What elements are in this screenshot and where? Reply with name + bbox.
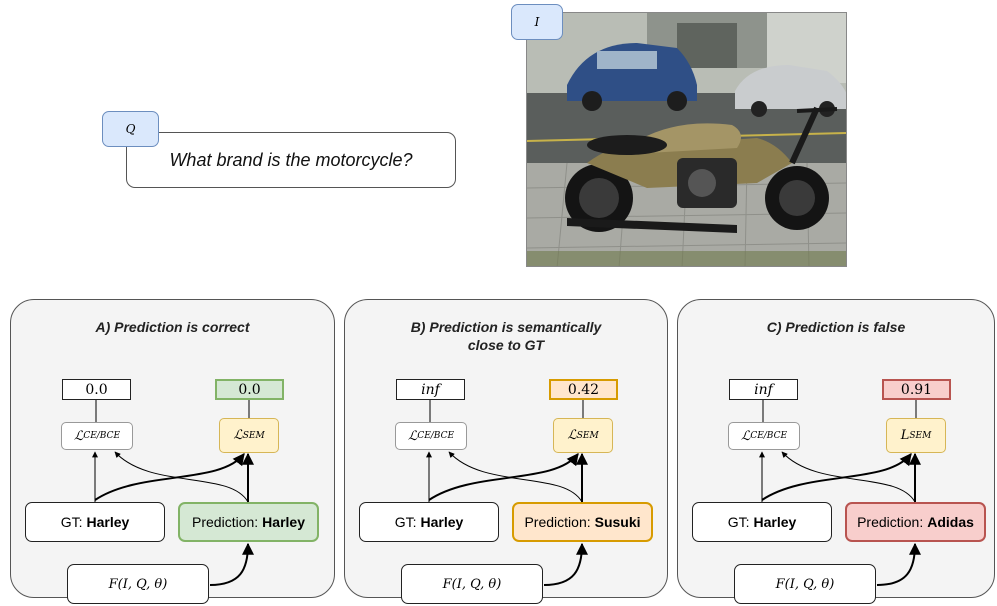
model-function-box: F(I, Q, θ) <box>67 564 209 604</box>
prediction-box: Prediction:Adidas <box>845 502 986 542</box>
model-to-prediction-arrow <box>876 542 921 586</box>
gt-to-sem-arrow <box>428 453 579 501</box>
ground-truth-box: GT:Harley <box>25 502 165 542</box>
sem-loss-value: 0.42 <box>549 379 618 400</box>
gt-to-sem-arrow <box>761 453 912 501</box>
ground-truth-box: GT:Harley <box>692 502 832 542</box>
prediction-to-ce-arrow <box>448 451 583 503</box>
image-tag: I <box>511 4 563 40</box>
motorcycle-photo <box>526 12 847 267</box>
panel-title: A) Prediction is correct <box>95 319 250 335</box>
prediction-to-ce-arrow <box>781 451 916 503</box>
sem-loss-value: 0.0 <box>215 379 284 400</box>
prediction-box: Prediction:Harley <box>178 502 319 542</box>
question-box: What brand is the motorcycle? <box>126 132 456 188</box>
gt-to-sem-arrow <box>94 453 245 501</box>
panel-title: C) Prediction is false <box>766 319 906 335</box>
question-tag: Q <box>102 111 159 147</box>
ce-loss-value: 0.0 <box>62 379 131 400</box>
ground-truth-box: GT:Harley <box>359 502 499 542</box>
question-text: What brand is the motorcycle? <box>169 149 413 170</box>
model-function-box: F(I, Q, θ) <box>734 564 876 604</box>
sem-loss-value: 0.91 <box>882 379 951 400</box>
model-function-box: F(I, Q, θ) <box>401 564 543 604</box>
ce-loss-value: inf <box>729 379 798 400</box>
motorcycle-photo-illustration <box>527 13 846 266</box>
panel-title: B) Prediction is semantically close to G… <box>410 319 602 353</box>
model-to-prediction-arrow <box>543 542 588 586</box>
ce-loss-value: inf <box>396 379 465 400</box>
prediction-to-ce-arrow <box>114 451 249 503</box>
model-to-prediction-arrow <box>209 542 254 586</box>
prediction-box: Prediction:Susuki <box>512 502 653 542</box>
